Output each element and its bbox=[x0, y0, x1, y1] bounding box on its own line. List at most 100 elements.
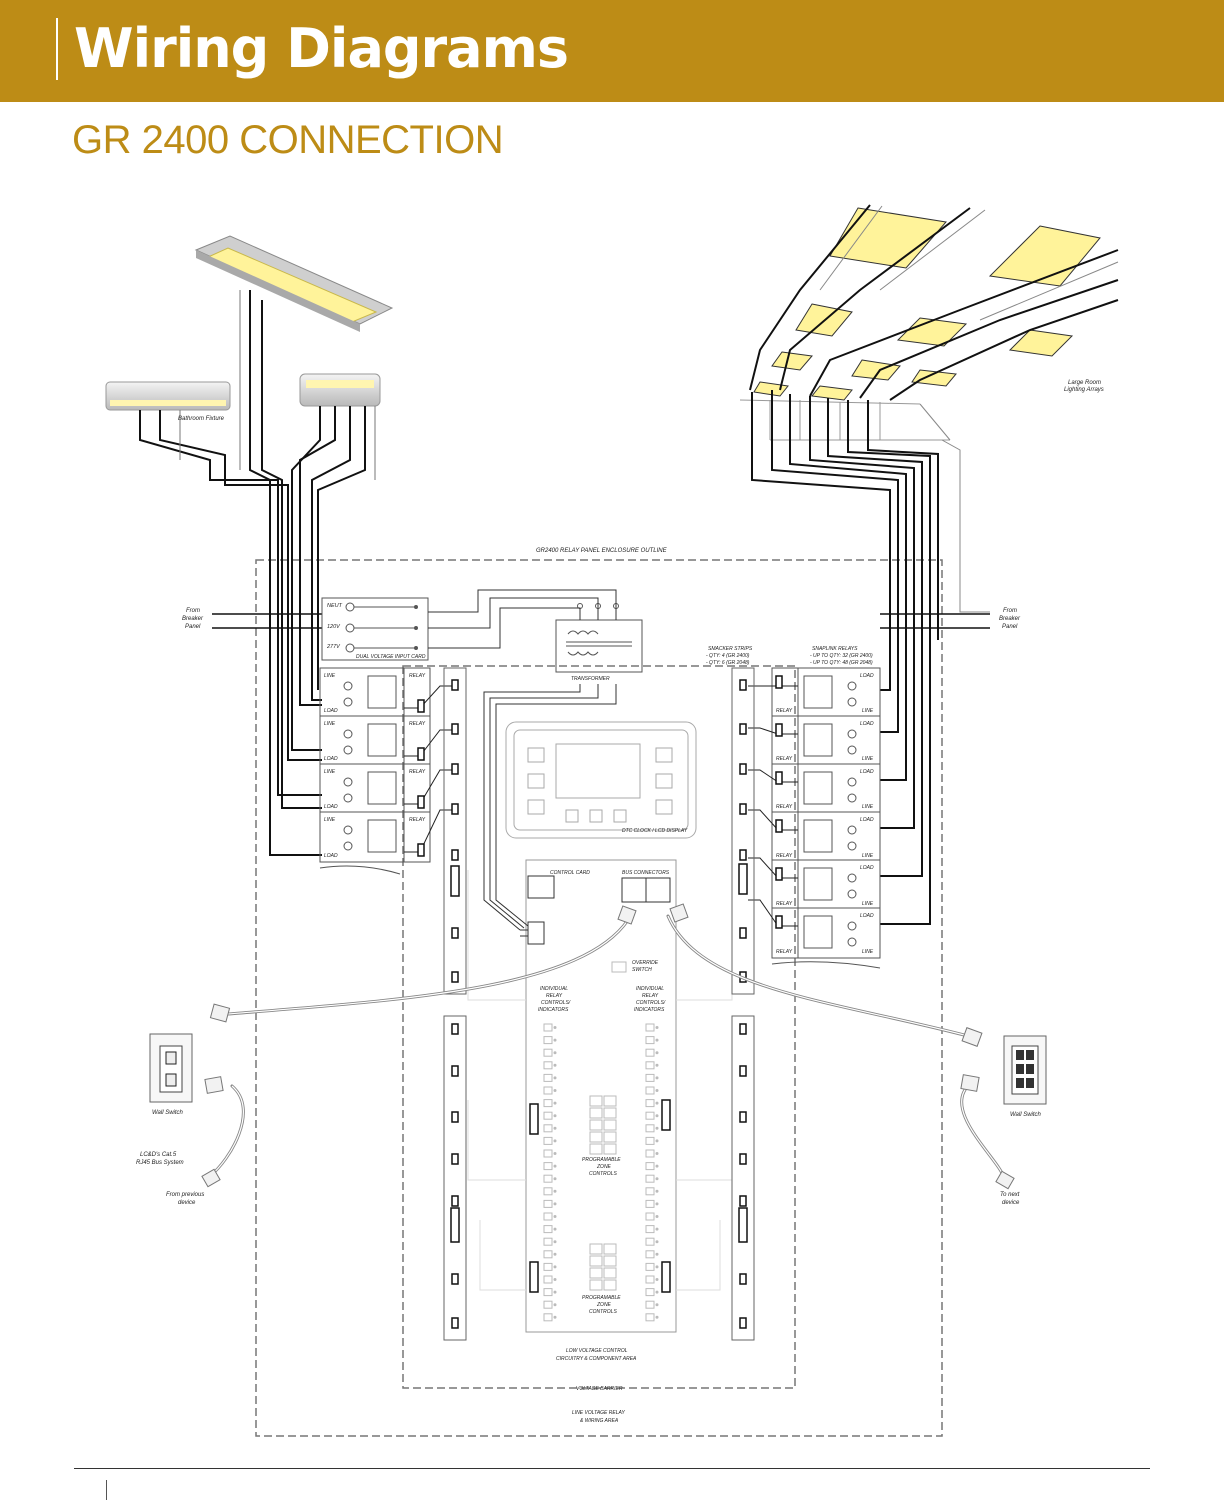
ceiling-fixture bbox=[194, 235, 394, 332]
dtc-label: DTC CLOCK / LCD DISPLAY bbox=[622, 828, 688, 834]
svg-text:INDICATORS: INDICATORS bbox=[634, 1007, 665, 1013]
relay-indicator bbox=[543, 1187, 553, 1196]
relay-indicator bbox=[543, 1174, 553, 1183]
svg-text:LOAD: LOAD bbox=[324, 804, 338, 810]
breaker-feeds bbox=[212, 613, 990, 629]
relay-indicator-led bbox=[553, 1076, 557, 1080]
relay-indicator bbox=[543, 1250, 553, 1259]
right-relay-text: LOAD LINE LOAD LINE LOAD LINE LOAD LINE … bbox=[776, 673, 874, 955]
svg-text:CONTROLS: CONTROLS bbox=[589, 1171, 617, 1177]
svg-text:LINE: LINE bbox=[862, 804, 874, 810]
svg-text:ZONE: ZONE bbox=[596, 1164, 612, 1170]
svg-text:RELAY: RELAY bbox=[409, 769, 426, 775]
svg-text:LOAD: LOAD bbox=[860, 817, 874, 823]
relay-indicator-led bbox=[655, 1164, 659, 1168]
svg-text:LOAD: LOAD bbox=[324, 708, 338, 714]
low-voltage-label-2: CIRCUITRY & COMPONENT AREA bbox=[556, 1356, 637, 1362]
relay-indicator-led bbox=[553, 1051, 557, 1055]
from-breaker-left-2: Breaker bbox=[182, 616, 204, 622]
relay-indicator bbox=[543, 1275, 553, 1284]
relay-indicator-led bbox=[553, 1278, 557, 1281]
svg-text:LOAD: LOAD bbox=[860, 769, 874, 775]
from-breaker-right-2: Breaker bbox=[999, 616, 1021, 622]
to-next-label-2: device bbox=[1002, 1200, 1020, 1206]
relay-indicator bbox=[645, 1099, 655, 1108]
ceiling-grid bbox=[739, 399, 950, 441]
wall-switch-left-label: Wall Switch bbox=[152, 1110, 184, 1116]
smacker-label-3: - QTY: 6 (GR 2048) bbox=[706, 660, 750, 666]
from-breaker-right-3: Panel bbox=[1002, 624, 1018, 630]
neut-label: NEUT bbox=[327, 603, 343, 609]
relay-indicator bbox=[543, 1086, 553, 1095]
relay-indicator-led bbox=[655, 1051, 659, 1055]
header-banner: Wiring Diagrams bbox=[0, 0, 1224, 102]
svg-text:RELAY: RELAY bbox=[776, 949, 793, 955]
relay-indicator bbox=[645, 1149, 655, 1158]
override-label-2: SWITCH bbox=[632, 967, 652, 973]
relay-indicator bbox=[543, 1048, 553, 1057]
relay-indicator-led bbox=[655, 1240, 659, 1244]
relay-indicator-led bbox=[655, 1189, 659, 1193]
relay-indicator bbox=[645, 1262, 655, 1271]
relay-indicator-led bbox=[553, 1126, 557, 1130]
relay-indicator bbox=[645, 1136, 655, 1145]
relay-indicator bbox=[645, 1199, 655, 1208]
relay-indicator-led bbox=[553, 1177, 557, 1181]
relay-indicator-led bbox=[553, 1139, 557, 1143]
relay-indicator-led bbox=[553, 1227, 557, 1231]
left-relay-bank bbox=[319, 667, 431, 875]
relay-indicator-led bbox=[655, 1101, 659, 1105]
from-breaker-left-1: From bbox=[186, 608, 200, 614]
relay-indicator bbox=[543, 1300, 553, 1309]
relay-indicator bbox=[543, 1061, 553, 1070]
dtc-clock-display bbox=[505, 721, 697, 839]
relay-indicator-led bbox=[655, 1026, 659, 1029]
low-voltage-label-1: LOW VOLTAGE CONTROL bbox=[566, 1348, 628, 1354]
svg-text:LINE: LINE bbox=[324, 721, 336, 727]
ceiling-trunk-wires-thin bbox=[819, 205, 1119, 321]
bus-cables-inner bbox=[209, 915, 1005, 1179]
relay-indicator-led bbox=[655, 1038, 659, 1042]
relay-indicator-column bbox=[543, 1023, 659, 1322]
smacker-label-1: SMACKER STRIPS bbox=[708, 646, 753, 652]
svg-text:RELAY: RELAY bbox=[776, 804, 793, 810]
bus-connectors-label: BUS CONNECTORS bbox=[622, 870, 670, 876]
svg-text:LINE: LINE bbox=[324, 673, 336, 679]
relay-indicator bbox=[645, 1048, 655, 1057]
relay-indicator-led bbox=[655, 1063, 659, 1067]
bus-cables bbox=[208, 914, 1006, 1180]
bathroom-fixture-label: Bathroom Fixture bbox=[178, 416, 225, 422]
relay-indicator bbox=[645, 1275, 655, 1284]
programmable-zone-keypad-1 bbox=[589, 1095, 617, 1155]
line-voltage-label-1: LINE VOLTAGE RELAY bbox=[572, 1410, 625, 1416]
relay-indicator bbox=[645, 1124, 655, 1133]
left-fixture-wires bbox=[139, 290, 366, 856]
svg-text:PROGRAMABLE: PROGRAMABLE bbox=[582, 1295, 621, 1301]
bus-connectors bbox=[621, 877, 671, 903]
relay-indicator-led bbox=[655, 1290, 659, 1294]
relay-indicator-led bbox=[655, 1126, 659, 1130]
relay-indicator-led bbox=[655, 1152, 659, 1155]
section-title: GR 2400 CONNECTION bbox=[72, 118, 504, 162]
svg-text:INDIVIDUAL: INDIVIDUAL bbox=[540, 986, 568, 992]
relay-indicator-led bbox=[655, 1076, 659, 1080]
relay-indicator bbox=[645, 1250, 655, 1259]
override-label-1: OVERRIDE bbox=[632, 960, 659, 966]
enclosure-outline bbox=[255, 559, 943, 1437]
relay-indicator bbox=[543, 1237, 553, 1246]
wall-switch-right-label: Wall Switch bbox=[1010, 1112, 1042, 1118]
ceiling-lighting-arrays bbox=[753, 207, 1101, 401]
svg-text:RELAY: RELAY bbox=[546, 993, 563, 999]
relay-indicator-led bbox=[655, 1315, 659, 1319]
transformer bbox=[555, 603, 643, 673]
relay-indicator-led bbox=[655, 1227, 659, 1231]
relay-connector-blocks bbox=[417, 675, 783, 929]
relay-indicator-led bbox=[553, 1290, 557, 1294]
relay-indicator-led bbox=[655, 1215, 659, 1218]
svg-text:INDIVIDUAL: INDIVIDUAL bbox=[636, 986, 664, 992]
relay-indicator-led bbox=[553, 1089, 557, 1092]
svg-text:LINE: LINE bbox=[324, 769, 336, 775]
page-title: Wiring Diagrams bbox=[74, 17, 569, 80]
svg-text:LOAD: LOAD bbox=[860, 865, 874, 871]
from-breaker-left-3: Panel bbox=[185, 624, 201, 630]
